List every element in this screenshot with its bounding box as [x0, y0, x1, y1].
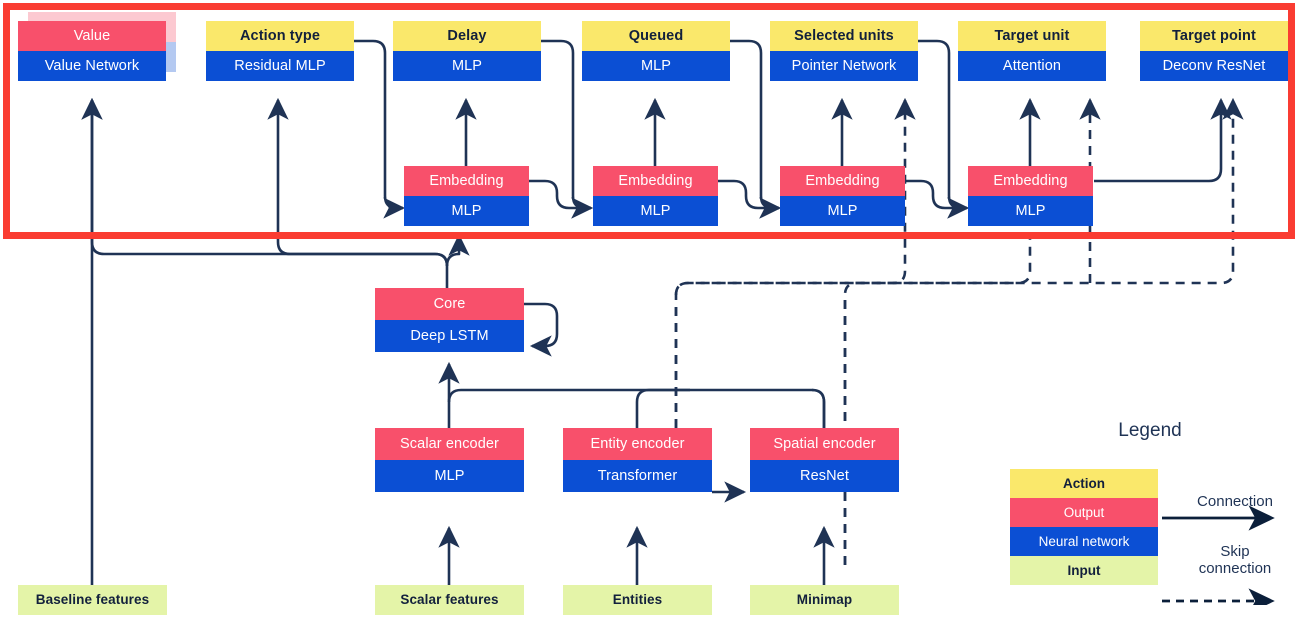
head-target-point-action: Target point	[1140, 21, 1288, 51]
embedding-2-network: MLP	[593, 196, 718, 226]
input-minimap-label: Minimap	[750, 585, 899, 615]
encoder-entity-output: Entity encoder	[563, 428, 712, 460]
legend-arrow-layer	[1162, 505, 1275, 605]
embedding-block-3[interactable]: Embedding MLP	[780, 166, 905, 226]
encoder-spatial-output: Spatial encoder	[750, 428, 899, 460]
embedding-3-network: MLP	[780, 196, 905, 226]
embedding-3-output: Embedding	[780, 166, 905, 196]
head-target-unit[interactable]: Target unit Attention	[958, 21, 1106, 81]
embedding-1-network: MLP	[404, 196, 529, 226]
embedding-block-2[interactable]: Embedding MLP	[593, 166, 718, 226]
legend-swatch-output: Output	[1010, 498, 1158, 527]
head-action-type[interactable]: Action type Residual MLP	[206, 21, 354, 81]
input-baseline-features[interactable]: Baseline features	[18, 585, 167, 615]
head-value-action: Value	[18, 21, 166, 51]
input-scalar-features[interactable]: Scalar features	[375, 585, 524, 615]
legend-skip-label-line2: connection	[1198, 560, 1272, 578]
head-queued-action: Queued	[582, 21, 730, 51]
embedding-2-output: Embedding	[593, 166, 718, 196]
input-minimap[interactable]: Minimap	[750, 585, 899, 615]
legend-swatch-input: Input	[1010, 556, 1158, 585]
head-delay[interactable]: Delay MLP	[393, 21, 541, 81]
encoder-spatial-network: ResNet	[750, 460, 899, 492]
head-delay-network: MLP	[393, 51, 541, 81]
head-target-unit-network: Attention	[958, 51, 1106, 81]
encoder-entity[interactable]: Entity encoder Transformer	[563, 428, 712, 492]
head-selected-units[interactable]: Selected units Pointer Network	[770, 21, 918, 81]
encoder-spatial[interactable]: Spatial encoder ResNet	[750, 428, 899, 492]
head-target-point[interactable]: Target point Deconv ResNet	[1140, 21, 1288, 81]
head-queued[interactable]: Queued MLP	[582, 21, 730, 81]
head-value[interactable]: Value Value Network	[18, 21, 166, 81]
embedding-1-output: Embedding	[404, 166, 529, 196]
embedding-4-output: Embedding	[968, 166, 1093, 196]
encoder-entity-network: Transformer	[563, 460, 712, 492]
head-action-type-action: Action type	[206, 21, 354, 51]
head-queued-network: MLP	[582, 51, 730, 81]
legend-swatch-neural-network: Neural network	[1010, 527, 1158, 556]
input-baseline-features-label: Baseline features	[18, 585, 167, 615]
embedding-block-1[interactable]: Embedding MLP	[404, 166, 529, 226]
embedding-block-4[interactable]: Embedding MLP	[968, 166, 1093, 226]
embedding-4-network: MLP	[968, 196, 1093, 226]
input-entities[interactable]: Entities	[563, 585, 712, 615]
core-output: Core	[375, 288, 524, 320]
head-value-network: Value Network	[18, 51, 166, 81]
legend-title: Legend	[1118, 420, 1182, 441]
legend-skip-label: Skip connection	[1175, 543, 1295, 578]
encoder-scalar-output: Scalar encoder	[375, 428, 524, 460]
input-entities-label: Entities	[563, 585, 712, 615]
legend-swatches: Action Output Neural network Input	[1010, 469, 1158, 585]
head-target-point-network: Deconv ResNet	[1140, 51, 1288, 81]
encoder-scalar-network: MLP	[375, 460, 524, 492]
head-delay-action: Delay	[393, 21, 541, 51]
input-scalar-features-label: Scalar features	[375, 585, 524, 615]
legend-swatch-action: Action	[1010, 469, 1158, 498]
head-target-unit-action: Target unit	[958, 21, 1106, 51]
core-block[interactable]: Core Deep LSTM	[375, 288, 524, 352]
core-network: Deep LSTM	[375, 320, 524, 352]
head-selected-units-action: Selected units	[770, 21, 918, 51]
legend-skip-label-line1: Skip	[1220, 543, 1250, 560]
head-action-type-network: Residual MLP	[206, 51, 354, 81]
encoder-scalar[interactable]: Scalar encoder MLP	[375, 428, 524, 492]
head-selected-units-network: Pointer Network	[770, 51, 918, 81]
